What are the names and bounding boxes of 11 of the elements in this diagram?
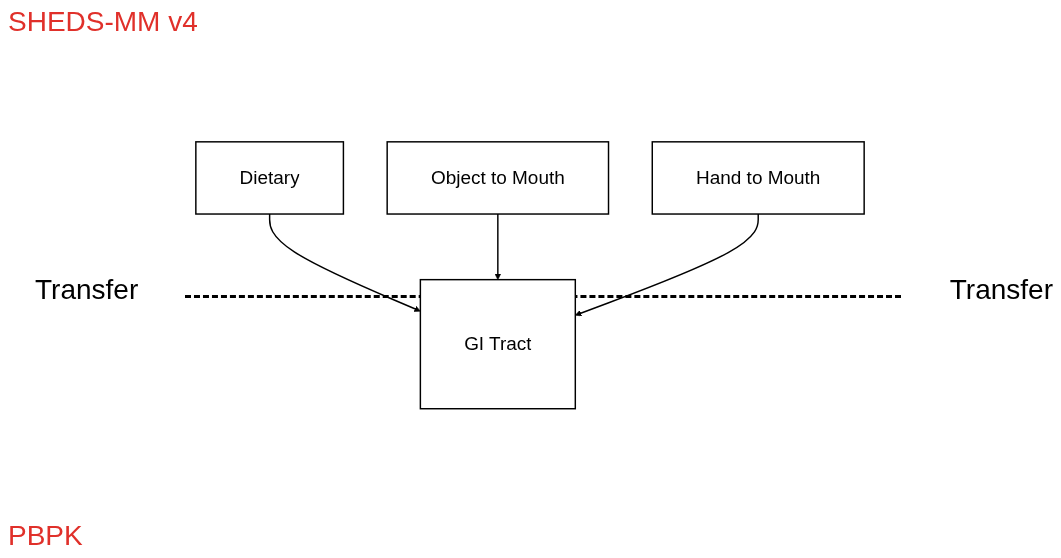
model-label: PBPK [8, 520, 83, 552]
arrow [268, 213, 421, 312]
arrow [494, 213, 502, 280]
node-box: GI Tract [419, 278, 577, 410]
model-label: SHEDS-MM v4 [8, 6, 198, 38]
transfer-label: Transfer [35, 274, 139, 306]
node-box: Object to Mouth [386, 140, 610, 215]
arrow [575, 213, 759, 316]
transfer-label: Transfer [949, 274, 1053, 306]
node-box: Dietary [195, 140, 345, 215]
node-box: Hand to Mouth [651, 140, 865, 215]
